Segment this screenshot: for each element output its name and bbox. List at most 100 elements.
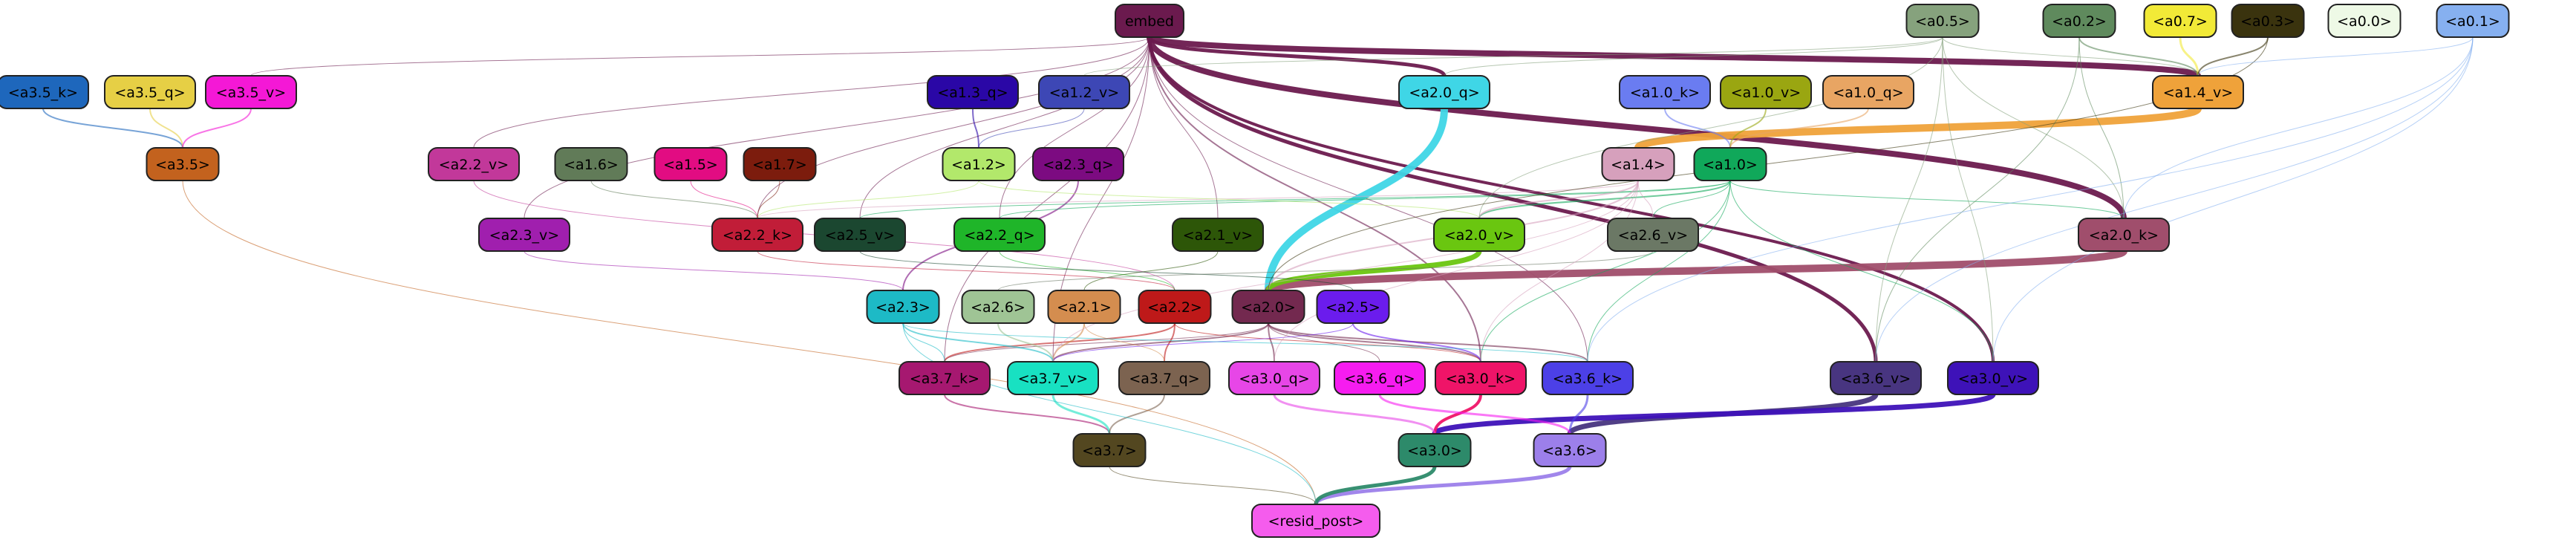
node-a0-2[interactable]: <a0.2> [2042,4,2116,38]
node-a1-7[interactable]: <a1.7> [743,147,817,181]
node-a3-0-q[interactable]: <a3.0_q> [1228,361,1320,395]
node-a3-5[interactable]: <a3.5> [146,147,220,181]
edge-a2.2_q-to-a2.2 [999,250,1175,291]
node-a3-5-k[interactable]: <a3.5_k> [0,75,89,109]
node-a3-7-q[interactable]: <a3.7_q> [1118,361,1210,395]
node-a1-4[interactable]: <a1.4> [1601,147,1675,181]
node-a0-1[interactable]: <a0.1> [2436,4,2510,38]
node-label: <a2.6> [971,299,1025,316]
node-label: <a3.6_q> [1344,371,1415,387]
edge-a2.0_v-to-a2.0 [1265,250,1482,292]
node-box [2436,4,2510,38]
node-a0-3[interactable]: <a0.3> [2231,4,2305,38]
edge-a1.0-to-a2.0_k [1729,180,2125,219]
node-label: <a1.7> [752,157,807,173]
edge-a1.4-to-a2.6_v [1637,180,1654,219]
node-box [428,147,520,181]
node-a2-0[interactable]: <a2.0> [1231,290,1305,324]
node-box [104,75,196,109]
node-a2-1[interactable]: <a2.1> [1047,290,1121,324]
node-a2-3[interactable]: <a2.3> [866,290,940,324]
node-a1-3-q[interactable]: <a1.3_q> [927,75,1019,109]
node-label: <a2.2_v> [439,157,509,173]
node-label: <a3.0> [1407,443,1462,459]
edge-a0.1-to-a2.0_k [2123,36,2474,219]
node-a3-7-k[interactable]: <a3.7_k> [899,361,991,395]
node-a3-6-q[interactable]: <a3.6_q> [1334,361,1426,395]
node-a2-3-q[interactable]: <a2.3_q> [1032,147,1124,181]
node-label: <a1.5> [663,157,718,173]
node-a2-5-v[interactable]: <a2.5_v> [814,218,906,252]
edge-a1.4_v-to-a1.4 [1634,105,2202,152]
node-box [1435,361,1527,395]
node-label: <a2.3_v> [489,227,559,244]
node-label: <a1.3_q> [937,85,1008,101]
edge-a0.5-to-a2.0_q [1444,36,1943,77]
edge-a2.2-to-a3.0_k [1174,322,1481,362]
edge-a2.3-to-a3.7_v [902,322,1054,362]
node-a2-6[interactable]: <a2.6> [961,290,1035,324]
node-box [1542,361,1634,395]
node-a0-7[interactable]: <a0.7> [2143,4,2217,38]
node-a3-6[interactable]: <a3.6> [1533,433,1607,467]
node-a2-1-v[interactable]: <a2.1_v> [1172,218,1264,252]
node-a1-0-v[interactable]: <a1.0_v> [1720,75,1812,109]
edge-a3.5_q-to-a3.5 [149,108,183,149]
node-label: <a0.7> [2153,13,2208,30]
edge-a3.0_k-to-a3.0 [1433,394,1482,435]
node-a2-2-q[interactable]: <a2.2_q> [953,218,1046,252]
node-a1-2[interactable]: <a1.2> [942,147,1016,181]
node-a3-7-v[interactable]: <a3.7_v> [1007,361,1099,395]
node-a1-0-q[interactable]: <a1.0_q> [1822,75,1914,109]
edge-a1.0-to-a2.5_v [859,180,1731,219]
node-label: <resid_post> [1268,513,1364,530]
edge-a3.7_k-to-a3.7 [944,394,1110,435]
node-resid-post[interactable]: <resid_post> [1251,504,1380,538]
node-a2-0-q[interactable]: <a2.0_q> [1398,75,1490,109]
edge-a2.0-to-a3.0_q [1268,322,1275,362]
node-a1-0-k[interactable]: <a1.0_k> [1619,75,1711,109]
node-a2-0-k[interactable]: <a2.0_k> [2078,218,2170,252]
node-box [2231,4,2305,38]
edge-a3.7-to-resid_post [1109,466,1317,505]
node-a3-6-k[interactable]: <a3.6_k> [1542,361,1634,395]
node-a2-2-v[interactable]: <a2.2_v> [428,147,520,181]
node-a2-0-v[interactable]: <a2.0_v> [1433,218,1525,252]
node-a1-6[interactable]: <a1.6> [554,147,628,181]
node-a2-5[interactable]: <a2.5> [1316,290,1390,324]
node-label: <a1.0_k> [1630,85,1700,101]
node-box [1118,361,1210,395]
node-box [1228,361,1320,395]
node-a3-0-v[interactable]: <a3.0_v> [1947,361,2039,395]
edge-a2.3-to-a3.7_k [902,322,945,362]
node-a3-5-q[interactable]: <a3.5_q> [104,75,196,109]
node-a1-4-v[interactable]: <a1.4_v> [2152,75,2244,109]
node-a3-7[interactable]: <a3.7> [1072,433,1147,467]
node-a0-5[interactable]: <a0.5> [1905,4,1980,38]
node-a1-2-v[interactable]: <a1.2_v> [1038,75,1130,109]
node-a1-0[interactable]: <a1.0> [1693,147,1767,181]
node-a2-2[interactable]: <a2.2> [1138,290,1212,324]
node-a3-0-k[interactable]: <a3.0_k> [1435,361,1527,395]
edge-embed-to-a1.4_v [1147,34,2201,79]
node-box [1047,290,1121,324]
node-a1-5[interactable]: <a1.5> [653,147,728,181]
node-a3-6-v[interactable]: <a3.6_v> [1830,361,1922,395]
node-a2-3-v[interactable]: <a2.3_v> [478,218,570,252]
node-label: <a2.5> [1326,299,1380,316]
edge-a1.0_q-to-a1.0 [1729,108,1869,149]
node-label: <a1.4> [1611,157,1666,173]
node-label: <a3.7_q> [1129,371,1199,387]
node-box [205,75,297,109]
node-a2-2-k[interactable]: <a2.2_k> [711,218,803,252]
node-embed[interactable]: embed [1115,4,1184,38]
edge-a2.3-to-a3.6_k [902,322,1588,362]
edge-a1.0-to-a2.2_q [999,180,1731,219]
node-box [1138,290,1212,324]
node-label: <a0.0> [2337,13,2392,30]
edge-a3.0-to-resid_post [1314,466,1437,505]
node-a0-0[interactable]: <a0.0> [2327,4,2401,38]
node-a2-6-v[interactable]: <a2.6_v> [1607,218,1699,252]
node-a3-0[interactable]: <a3.0> [1398,433,1472,467]
node-a3-5-v[interactable]: <a3.5_v> [205,75,297,109]
